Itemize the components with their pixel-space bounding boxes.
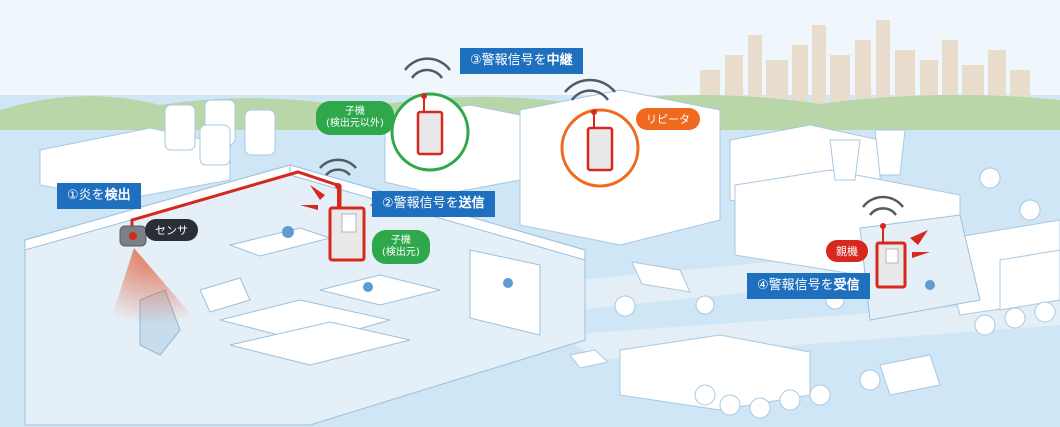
repeater-transmitter-icon: [586, 126, 614, 172]
alarm-transmitter-icon: [416, 110, 444, 156]
step4-emphasis: 受信: [833, 278, 860, 293]
repeater-badge: [560, 78, 640, 188]
alarm-transmitter-icon: [328, 183, 366, 262]
repeater-label: リピータ: [636, 108, 700, 130]
radio-wave-icon: [564, 78, 616, 101]
child-unit-other-label: 子機 (検出元以外): [316, 101, 394, 135]
step3-text: ③警報信号を: [470, 53, 547, 68]
child-unit-other-badge: [390, 57, 470, 172]
step4-receive-callout: ④警報信号を受信: [747, 273, 870, 299]
step1-detect-callout: ①炎を検出: [57, 183, 141, 209]
child-unit-source-title: 子機: [390, 235, 411, 246]
step4-text: ④警報信号を: [757, 278, 834, 293]
step1-emphasis: 検出: [104, 188, 131, 203]
vehicles: [569, 261, 941, 396]
radio-wave-icon: [403, 57, 452, 79]
step3-relay-callout: ③警報信号を中継: [460, 48, 583, 74]
city-skyline: [700, 20, 1030, 110]
child-unit-other-note: (検出元以外): [326, 118, 384, 129]
parent-receiver-icon: [875, 223, 907, 289]
step2-emphasis: 送信: [458, 196, 485, 211]
step2-send-callout: ②警報信号を送信: [372, 191, 495, 217]
step3-emphasis: 中継: [546, 53, 573, 68]
child-unit-source-note: (検出元): [382, 247, 420, 258]
storage-tanks: [164, 99, 276, 166]
cooling-towers: [829, 129, 906, 181]
alarm-wire: [130, 170, 342, 232]
alert-burst-icon: [910, 230, 930, 258]
radio-wave-icon: [319, 158, 357, 176]
flame-detection-beam: [110, 248, 200, 325]
child-unit-source-label: 子機 (検出元): [372, 230, 430, 264]
child-unit-other-title: 子機: [344, 106, 365, 117]
parent-unit-label: 親機: [826, 240, 868, 262]
radio-wave-icon: [862, 195, 904, 216]
sensor-label: センサ: [145, 219, 198, 241]
step2-text: ②警報信号を: [382, 196, 459, 211]
trees: [614, 167, 1056, 419]
step1-text: ①炎を: [67, 188, 105, 203]
